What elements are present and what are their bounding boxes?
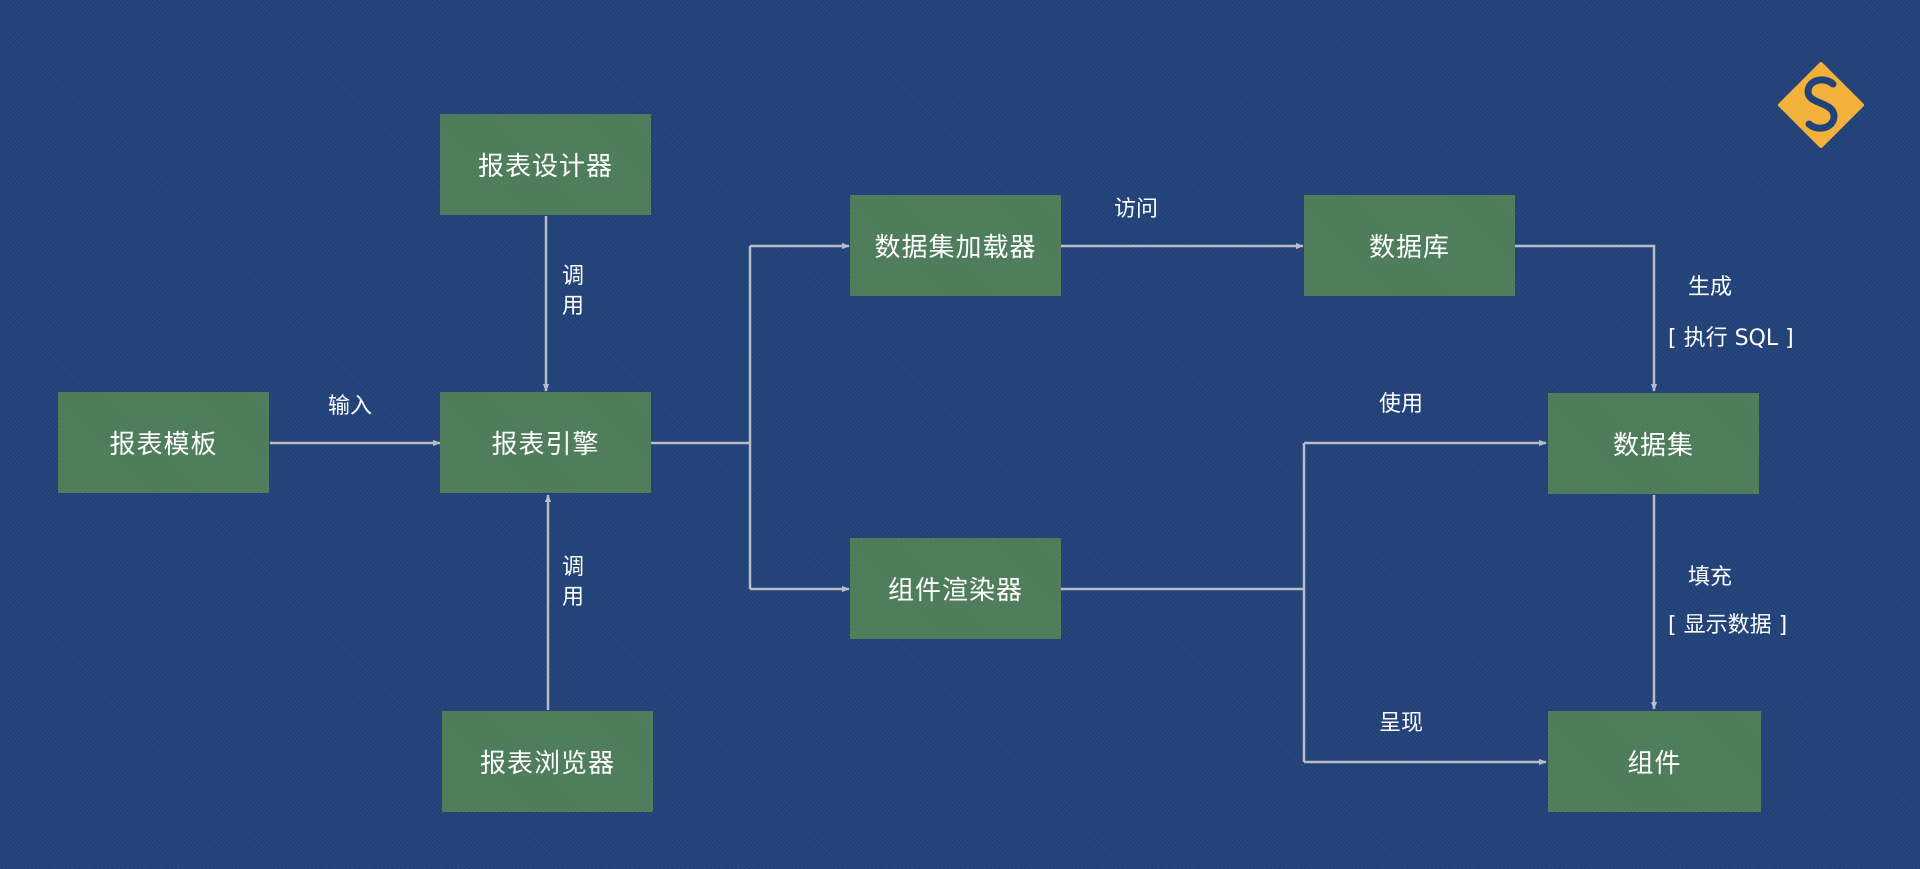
s-diamond-logo-icon — [1778, 62, 1864, 148]
node-dataset[interactable]: 数据集 — [1548, 393, 1759, 494]
label-call-bottom: 调用 — [561, 555, 584, 610]
label-use: 使用 — [1379, 392, 1424, 417]
label-input: 输入 — [328, 394, 373, 419]
label-execute-sql: [ 执行 SQL ] — [1668, 326, 1794, 351]
edge-database-to-dataset — [1515, 244, 1658, 392]
label-access: 访问 — [1114, 197, 1159, 222]
node-component[interactable]: 组件 — [1548, 711, 1761, 812]
label-fill: 填充 — [1688, 565, 1733, 590]
node-database[interactable]: 数据库 — [1304, 195, 1515, 296]
label-call-top: 调用 — [561, 264, 584, 319]
label-generate: 生成 — [1688, 275, 1733, 300]
label-show-data: [ 显示数据 ] — [1668, 613, 1788, 638]
node-report-template[interactable]: 报表模板 — [58, 392, 269, 493]
node-report-engine[interactable]: 报表引擎 — [440, 392, 651, 493]
node-component-renderer[interactable]: 组件渲染器 — [850, 538, 1061, 639]
label-present: 呈现 — [1379, 711, 1424, 736]
node-report-browser[interactable]: 报表浏览器 — [442, 711, 653, 812]
node-report-designer[interactable]: 报表设计器 — [440, 114, 651, 215]
node-dataset-loader[interactable]: 数据集加载器 — [850, 195, 1061, 296]
